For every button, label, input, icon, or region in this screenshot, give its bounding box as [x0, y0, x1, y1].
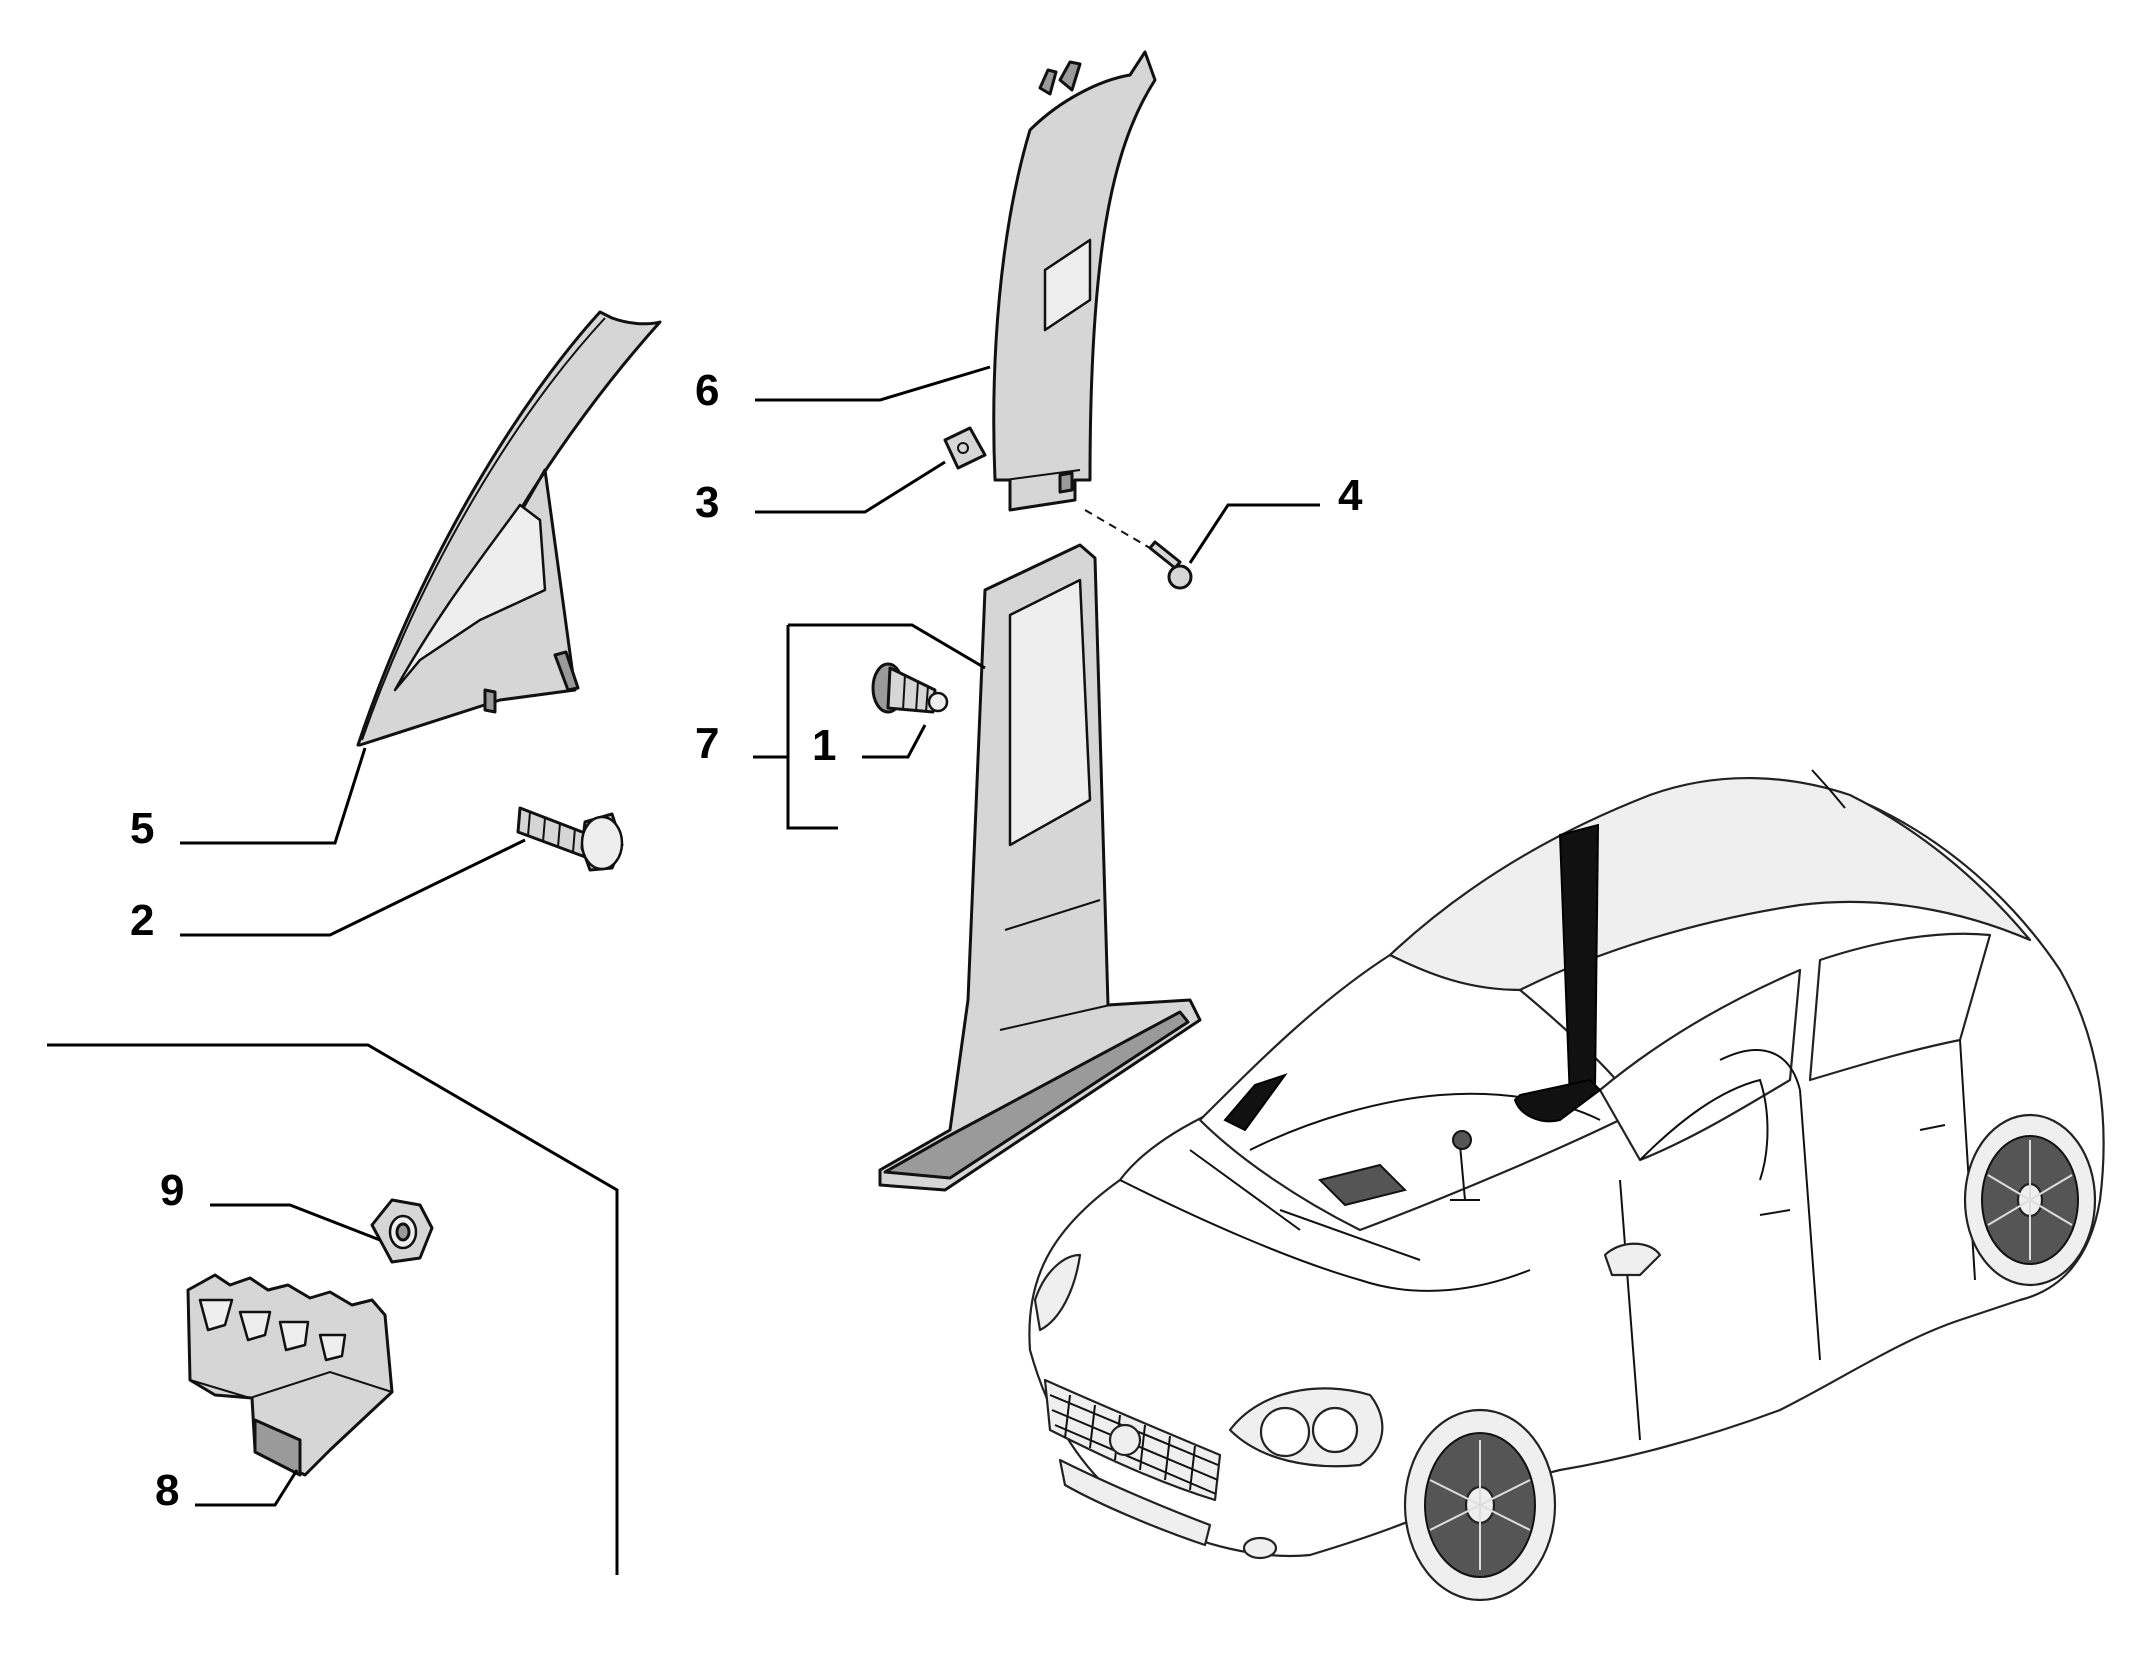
leader-5 [180, 747, 367, 845]
callout-labels: 1 2 3 4 5 6 7 8 9 [130, 366, 1363, 1515]
callout-6: 6 [695, 366, 719, 415]
car-illustration [1028, 769, 2105, 1602]
leader-9 [210, 1203, 381, 1242]
leader-2 [180, 838, 526, 937]
leader-6 [755, 365, 991, 402]
section-divider [47, 1043, 619, 1575]
part-2-bolt[interactable] [516, 806, 624, 872]
leader-3 [755, 460, 946, 514]
callout-9: 9 [160, 1166, 184, 1215]
part-3-clip[interactable] [943, 426, 987, 470]
callout-3: 3 [695, 478, 719, 527]
leader-4 [1188, 503, 1320, 564]
part-8-cable-clip[interactable] [186, 1273, 394, 1477]
part-6-upper-b-pillar-trim[interactable] [992, 50, 1157, 512]
callout-7: 7 [695, 719, 719, 768]
part-5-a-pillar-trim[interactable] [356, 310, 662, 747]
part-7-lower-b-pillar-trim[interactable] [878, 543, 1202, 1192]
callout-8: 8 [155, 1466, 179, 1515]
part-1-push-clip[interactable] [871, 662, 949, 714]
part-4-screw[interactable] [1084, 509, 1193, 590]
callout-1: 1 [812, 721, 836, 770]
part-9-nut[interactable] [370, 1198, 434, 1264]
leader-lines [47, 365, 1320, 1575]
leader-7-bracket [753, 623, 986, 830]
callout-5: 5 [130, 804, 154, 853]
leader-1 [862, 724, 927, 759]
callout-2: 2 [130, 896, 154, 945]
leader-8 [195, 1469, 299, 1507]
callout-4: 4 [1338, 471, 1363, 520]
